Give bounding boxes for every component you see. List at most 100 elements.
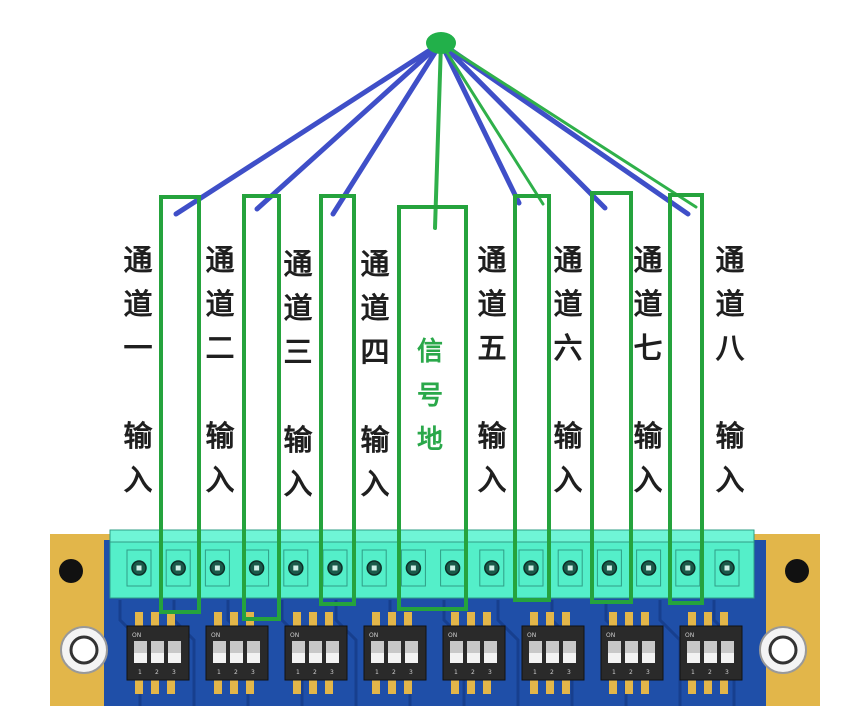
dip-position-number: 1: [217, 669, 221, 676]
dip-pin: [404, 612, 412, 628]
channel-wire: [330, 40, 444, 217]
dip-pin: [609, 612, 617, 628]
channel-label-3: 通 道 三 输 入: [283, 247, 313, 501]
terminal-screw-slot: [254, 565, 260, 571]
dip-pin: [483, 612, 491, 628]
dip-on-label: ON: [369, 632, 378, 639]
dip-lever: [704, 653, 717, 663]
dip-position-number: 1: [138, 669, 142, 676]
terminal-screw-slot: [371, 565, 377, 571]
terminal-screw-slot: [175, 565, 181, 571]
mount-hole-small-left: [59, 559, 83, 583]
dip-pin: [135, 612, 143, 628]
dip-lever: [213, 653, 226, 663]
dip-lever: [563, 653, 576, 663]
dip-pin: [167, 676, 175, 694]
mount-hole-left-inner: [69, 635, 99, 665]
dip-position-number: 2: [708, 669, 712, 676]
dip-pin: [641, 612, 649, 628]
dip-pin: [546, 612, 554, 628]
dip-pin: [151, 676, 159, 694]
dip-position-number: 3: [488, 669, 492, 676]
dip-lever: [230, 653, 243, 663]
dip-lever: [450, 653, 463, 663]
dip-lever: [625, 653, 638, 663]
highlight-box: [242, 194, 281, 621]
terminal-screw-slot: [606, 565, 612, 571]
ground-wire: [433, 41, 443, 230]
dip-pin: [325, 612, 333, 628]
terminal-screw-slot: [646, 565, 652, 571]
terminal-cell: [479, 549, 505, 587]
dip-pin: [372, 676, 380, 694]
dip-on-label: ON: [606, 632, 615, 639]
ground-wire-branch: [439, 41, 698, 209]
terminal-screw-slot: [685, 565, 691, 571]
terminal-screw-slot: [489, 565, 495, 571]
channel-label-8: 通 道 八 输 入: [715, 243, 745, 497]
ground-wire-branch: [439, 41, 545, 206]
dip-lever: [721, 653, 734, 663]
dip-pin: [467, 676, 475, 694]
channel-label-6: 通 道 六 输 入: [553, 243, 583, 497]
dip-pin: [609, 676, 617, 694]
dip-lever: [247, 653, 260, 663]
dip-position-number: 3: [725, 669, 729, 676]
dip-pin: [625, 676, 633, 694]
dip-lever: [309, 653, 322, 663]
dip-on-label: ON: [527, 632, 536, 639]
dip-position-number: 1: [454, 669, 458, 676]
dip-position-number: 3: [172, 669, 176, 676]
dip-position-number: 2: [392, 669, 396, 676]
dip-position-number: 1: [533, 669, 537, 676]
channel-label-4: 通 道 四 输 入: [360, 247, 390, 501]
dip-on-label: ON: [448, 632, 457, 639]
dip-position-number: 3: [646, 669, 650, 676]
dip-position-number: 2: [471, 669, 475, 676]
channel-label-7: 通 道 七 输 入: [633, 243, 663, 497]
mount-hole-right-inner: [768, 635, 798, 665]
dip-on-label: ON: [211, 632, 220, 639]
dip-position-number: 3: [567, 669, 571, 676]
dip-lever: [405, 653, 418, 663]
highlight-box: [319, 194, 356, 606]
dip-pin: [688, 612, 696, 628]
dip-position-number: 1: [375, 669, 379, 676]
highlight-box: [668, 193, 704, 605]
dip-pin: [293, 676, 301, 694]
dip-pin: [230, 676, 238, 694]
dip-lever: [292, 653, 305, 663]
dip-lever: [529, 653, 542, 663]
dip-lever: [371, 653, 384, 663]
ground-label: 信 号 地: [416, 337, 443, 455]
dip-lever: [151, 653, 164, 663]
dip-pin: [325, 676, 333, 694]
dip-pin: [151, 612, 159, 628]
dip-pin: [530, 612, 538, 628]
dip-pin: [625, 612, 633, 628]
dip-lever: [484, 653, 497, 663]
channel-wire: [254, 40, 444, 212]
dip-lever: [546, 653, 559, 663]
dip-on-label: ON: [290, 632, 299, 639]
channel-wire: [438, 40, 608, 211]
dip-lever: [134, 653, 147, 663]
dip-pin: [451, 612, 459, 628]
dip-pin: [704, 676, 712, 694]
dip-pin: [562, 612, 570, 628]
dip-on-label: ON: [132, 632, 141, 639]
dip-lever: [608, 653, 621, 663]
dip-switch: ON 1 2 3: [442, 612, 506, 694]
channel-wire: [438, 40, 522, 206]
dip-pin: [483, 676, 491, 694]
dip-pin: [641, 676, 649, 694]
channel-label-1: 通 道 一 输 入: [123, 243, 153, 497]
dip-lever: [168, 653, 181, 663]
dip-lever: [467, 653, 480, 663]
dip-pin: [530, 676, 538, 694]
